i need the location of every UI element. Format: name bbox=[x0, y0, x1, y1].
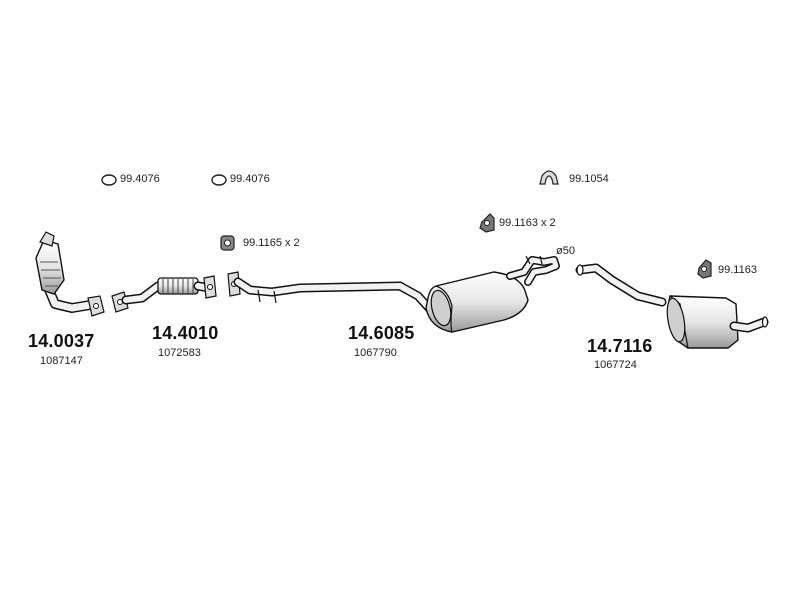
oe-number-2: 1072583 bbox=[158, 347, 201, 359]
mount-label-2: 99.1163 x 2 bbox=[499, 217, 556, 229]
ring-label-1: 99.4076 bbox=[120, 173, 160, 185]
flex-pipe-drawing bbox=[112, 276, 216, 312]
catalytic-converter-drawing bbox=[36, 232, 104, 316]
part-number-3: 14.6085 bbox=[348, 323, 415, 343]
part-number-1: 14.0037 bbox=[28, 331, 95, 351]
center-silencer-drawing bbox=[228, 256, 556, 332]
part-number-2: 14.4010 bbox=[152, 323, 219, 343]
clamp-icon bbox=[540, 171, 558, 184]
rear-silencer-drawing bbox=[577, 265, 768, 348]
mount-label-1: 99.1165 x 2 bbox=[243, 237, 300, 249]
clamp-label-1: 99.1054 bbox=[569, 173, 609, 185]
oe-number-4: 1067724 bbox=[594, 359, 637, 371]
oe-number-1: 1087147 bbox=[40, 355, 83, 367]
mount-label-3: 99.1163 bbox=[718, 264, 757, 276]
ring-label-2: 99.4076 bbox=[230, 173, 270, 185]
rubber-mount-icon bbox=[221, 236, 234, 250]
ring-icon bbox=[212, 175, 226, 185]
oe-number-3: 1067790 bbox=[354, 347, 397, 359]
part-number-4: 14.7116 bbox=[587, 336, 653, 356]
rubber-mount-icon bbox=[480, 214, 494, 232]
pipe-diameter-label: ø50 bbox=[556, 245, 575, 257]
ring-icon bbox=[102, 175, 116, 185]
rubber-mount-icon bbox=[698, 260, 711, 278]
